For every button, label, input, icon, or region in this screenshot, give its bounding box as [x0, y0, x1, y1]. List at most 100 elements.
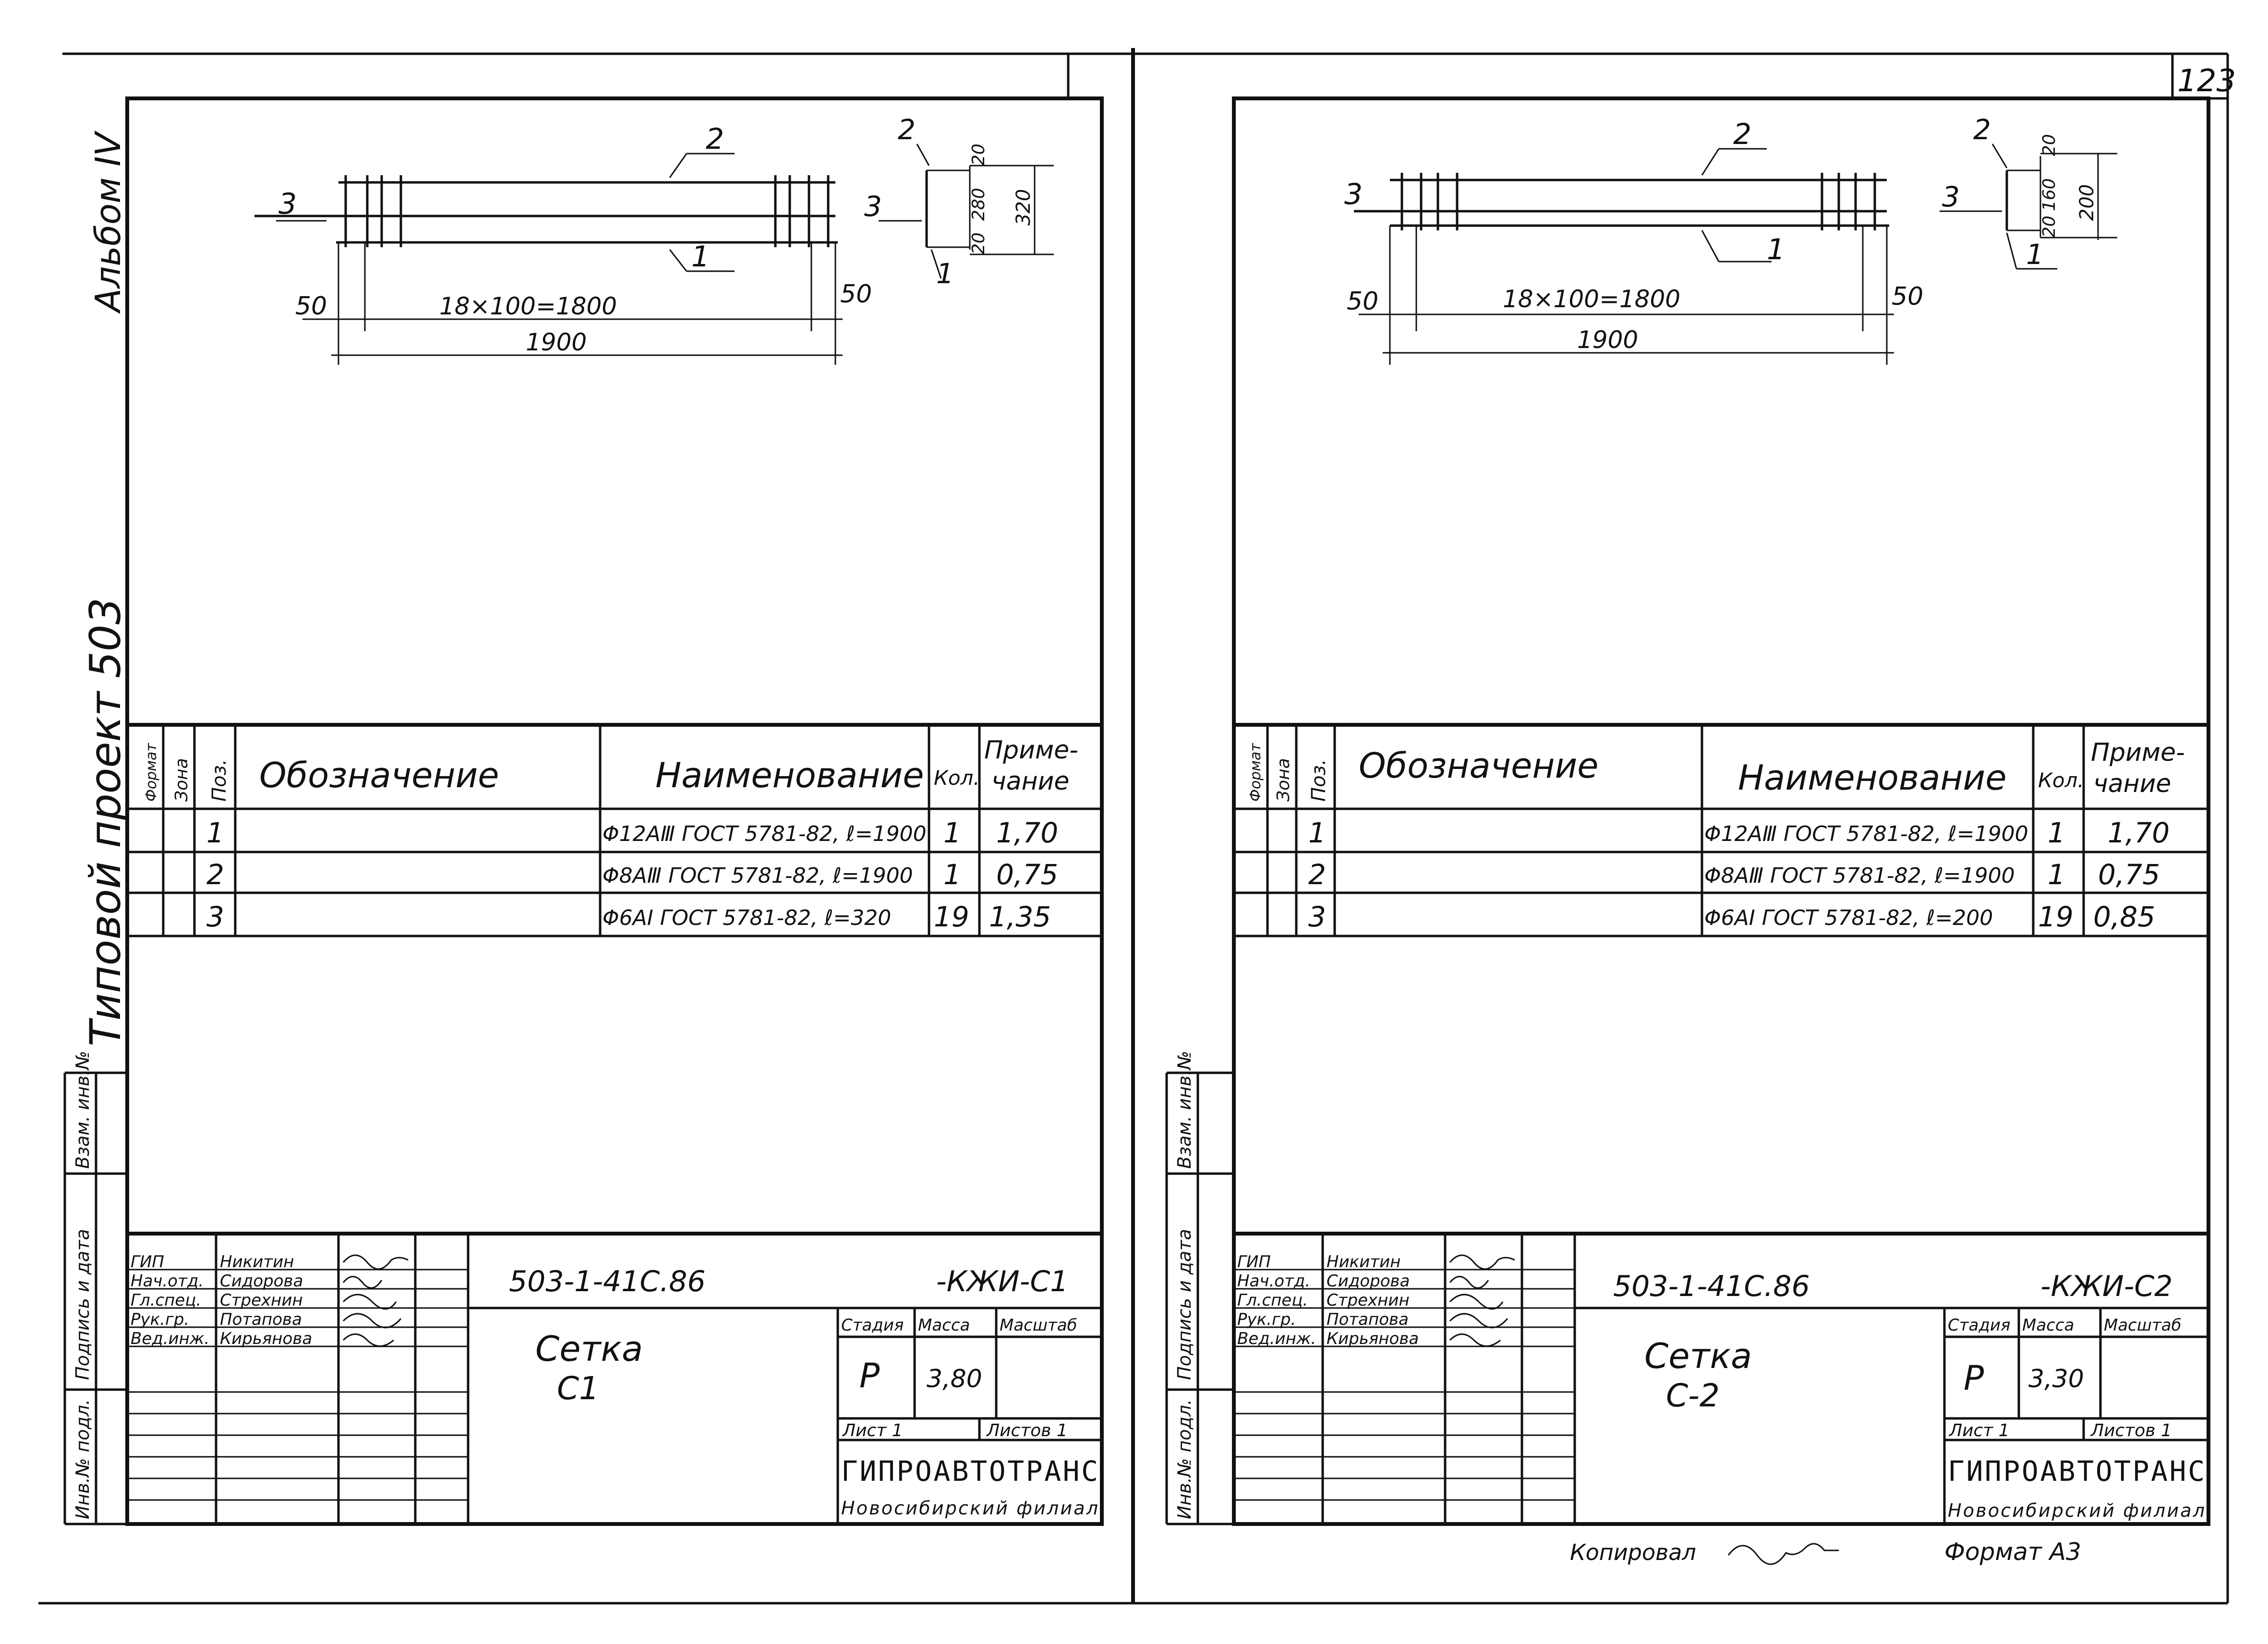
- c1-pos-top: 2: [706, 122, 724, 156]
- c1-hdr-name: Наименование: [655, 755, 924, 795]
- c1-row2-qty: 1: [943, 858, 961, 891]
- c1-row1-qty: 1: [943, 816, 961, 849]
- sheet-c1: 2 1 3 50 50 18×100=1800 1900 2 3 1 20 28…: [125, 96, 1104, 1526]
- c1-row3-qty: 19: [934, 900, 969, 933]
- c1-lbl-stage: Стадия: [841, 1316, 904, 1335]
- footer-copied: Копировал: [1570, 1539, 1696, 1565]
- c2-row3-note: 0,85: [2093, 900, 2155, 933]
- c2-dim-end-left: 50: [1347, 287, 1378, 316]
- c1-row1-note: 1,70: [996, 816, 1058, 849]
- c2-code: 503-1-41С.86: [1613, 1270, 1810, 1303]
- c2-sheets: Листов 1: [2090, 1421, 2172, 1440]
- c2-sec-pos-bottom: 1: [2026, 238, 2044, 271]
- side-labels-right: Инв.№ подл. Подпись и дата Взам. инв.№: [1165, 1051, 1234, 1525]
- c1-dim-spacing: 18×100=1800: [439, 292, 617, 320]
- c2-row1-pos: 1: [1308, 816, 1326, 849]
- c2-name-1: Никитин: [1327, 1252, 1400, 1272]
- c1-org: ГИПРОАВТОТРАНС: [841, 1455, 1098, 1488]
- c2-dim-spacing: 18×100=1800: [1503, 285, 1680, 313]
- cross-section-c2: [1940, 144, 2117, 270]
- c1-lbl-mass: Масса: [918, 1316, 970, 1335]
- c2-sheet: Лист 1: [1948, 1421, 2010, 1440]
- c1-sec-pos-bar: 3: [864, 190, 882, 223]
- stamp-replacement-inv-2: Взам. инв.№: [1174, 1051, 1195, 1169]
- c2-hdr-qty: Кол.: [2038, 768, 2084, 792]
- c2-sec-dim-mid: 160: [2039, 178, 2059, 211]
- cross-section-c1: [879, 144, 1054, 279]
- c2-row2-qty: 1: [2048, 858, 2065, 891]
- c1-role-2: Нач.отд.: [131, 1272, 204, 1291]
- c1-hdr-zone: Зона: [172, 758, 192, 802]
- c1-code-suffix: -КЖИ-С1: [936, 1265, 1068, 1298]
- c2-pos-bottom: 1: [1767, 233, 1785, 266]
- c1-sheets: Листов 1: [986, 1421, 1068, 1440]
- c2-sec-dim-bottom: 20: [2039, 216, 2059, 238]
- c1-name-1: Никитин: [220, 1252, 294, 1272]
- spec-table-c1: [127, 723, 1102, 937]
- footer-format: Формат А3: [1944, 1538, 2081, 1566]
- c1-signatures: [342, 1254, 409, 1347]
- title-block-c2: [1234, 1232, 2208, 1524]
- c2-pos-top: 2: [1733, 118, 1751, 151]
- stamp-replacement-inv: Взам. инв.№: [72, 1051, 93, 1169]
- page-number: 123: [2177, 63, 2236, 99]
- c2-role-4: Рук.гр.: [1237, 1310, 1296, 1329]
- c1-name-5: Кирьянова: [220, 1329, 312, 1348]
- c2-row3-qty: 19: [2038, 900, 2074, 933]
- stamp-signature-date: Подпись и дата: [72, 1229, 93, 1380]
- c1-sec-pos-bottom: 1: [936, 257, 954, 290]
- c2-name-3: Стрехнин: [1327, 1291, 1410, 1310]
- c2-row3-pos: 3: [1308, 900, 1326, 933]
- c2-row3-name: Φ6AI ГОСТ 5781-82, ℓ=200: [1704, 906, 1993, 930]
- c1-row3-note: 1,35: [989, 900, 1051, 933]
- c1-sec-pos-top: 2: [898, 113, 916, 146]
- c1-pos-transverse: 3: [278, 187, 297, 221]
- c1-title-line2: С1: [557, 1370, 599, 1407]
- c1-role-5: Вед.инж.: [131, 1329, 209, 1348]
- c1-row2-note: 0,75: [996, 858, 1058, 891]
- c2-sec-pos-top: 2: [1973, 113, 1991, 146]
- c2-role-2: Нач.отд.: [1237, 1272, 1310, 1291]
- c2-row1-name: Φ12AⅢ ГОСТ 5781-82, ℓ=1900: [1704, 822, 2028, 846]
- c1-hdr-qty: Кол.: [934, 766, 980, 790]
- c1-hdr-note-1: Приме-: [984, 736, 1078, 765]
- c1-name-3: Стрехнин: [220, 1291, 303, 1310]
- c2-lbl-stage: Стадия: [1948, 1316, 2010, 1335]
- c2-sec-dim-top: 20: [2039, 134, 2059, 156]
- c2-row1-qty: 1: [2048, 816, 2065, 849]
- c2-name-4: Потапова: [1327, 1310, 1409, 1329]
- c1-code: 503-1-41С.86: [509, 1265, 706, 1298]
- c1-row3-pos: 3: [206, 900, 224, 933]
- c1-dim-end-left: 50: [295, 292, 327, 321]
- copier-signature: [1727, 1543, 1839, 1565]
- c2-name-2: Сидорова: [1327, 1272, 1410, 1291]
- c2-name-5: Кирьянова: [1327, 1329, 1419, 1348]
- c2-mass: 3,30: [2028, 1365, 2084, 1393]
- c2-hdr-designation: Обозначение: [1359, 745, 1599, 786]
- c2-hdr-pos: Поз.: [1308, 759, 1330, 802]
- c1-sec-dim-bottom: 20: [969, 232, 989, 254]
- c1-role-4: Рук.гр.: [131, 1310, 189, 1329]
- c1-mass: 3,80: [927, 1365, 982, 1393]
- c2-dim-end-right: 50: [1892, 282, 1923, 311]
- c1-hdr-note-2: чание: [991, 767, 1069, 796]
- stamp-inv-original: Инв.№ подл.: [72, 1399, 93, 1519]
- c2-title-line2: С-2: [1666, 1377, 1720, 1414]
- c1-sec-dim-total: 320: [1013, 189, 1035, 226]
- title-block-c1: [127, 1232, 1102, 1524]
- c1-name-4: Потапова: [220, 1310, 302, 1329]
- c2-role-1: ГИП: [1237, 1252, 1271, 1272]
- c1-sec-dim-top: 20: [969, 144, 989, 166]
- stamp-inv-original-2: Инв.№ подл.: [1174, 1399, 1195, 1519]
- c2-org: ГИПРОАВТОТРАНС: [1948, 1455, 2205, 1488]
- c2-role-5: Вед.инж.: [1237, 1329, 1316, 1348]
- c2-sec-pos-bar: 3: [1942, 180, 1960, 213]
- c1-role-1: ГИП: [131, 1252, 164, 1272]
- c1-stage: Р: [859, 1356, 880, 1395]
- side-labels-left: Альбом IV Типовой проект 503 Инв.№ подл.…: [63, 130, 130, 1525]
- c1-hdr-designation: Обозначение: [259, 755, 499, 795]
- c2-hdr-note-1: Приме-: [2091, 738, 2185, 767]
- c1-row1-pos: 1: [206, 816, 224, 849]
- c2-hdr-format: Формат: [1247, 743, 1264, 802]
